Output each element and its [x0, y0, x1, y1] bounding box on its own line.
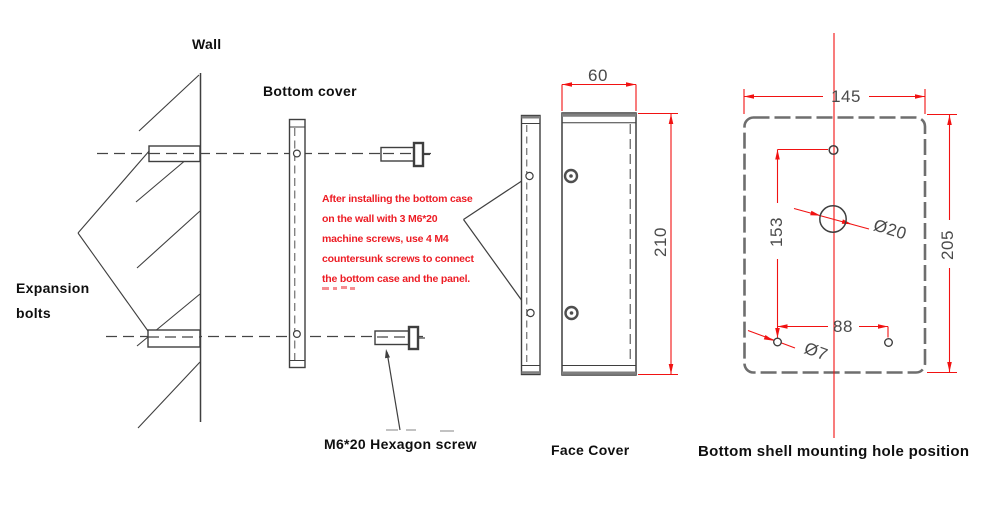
bottom-cover-label: Bottom cover: [263, 83, 357, 99]
clipped-gray-fragment: [440, 430, 454, 432]
dim-210: [638, 112, 678, 376]
shell-mount-hole-left: [773, 337, 783, 347]
face-cover-body: [561, 112, 637, 376]
strip-hole-top: [525, 171, 534, 181]
wall-hatching: [135, 74, 201, 429]
dim-153: [775, 148, 828, 338]
hex-screw-leader-arrow: [385, 349, 390, 359]
expansion-bolts: [147, 145, 201, 348]
dim-205: [927, 113, 957, 374]
hex-screws: [374, 141, 430, 431]
expansion-bolt-bottom: [147, 329, 201, 348]
clipped-gray-fragment: [406, 429, 416, 431]
shell-mount-hole-right: [884, 338, 894, 348]
dim-60-text: 60: [588, 66, 608, 85]
dim-210-text: 210: [651, 227, 670, 257]
bottom-cover-hole-top: [292, 149, 301, 158]
hex-screw-leader: [386, 351, 401, 431]
note-leader: [463, 176, 530, 311]
face-cover-strip: [520, 114, 541, 376]
expansion-bolts-label-line2: bolts: [16, 305, 51, 321]
note-line: on the wall with 3 M6*20: [322, 213, 438, 225]
clipped-note-fragment: [350, 287, 355, 290]
dim-60: [561, 82, 637, 111]
dim-205-text: 205: [938, 230, 957, 260]
clipped-note-fragment: [333, 287, 337, 290]
wall-section: [77, 73, 202, 429]
bolt-centerline-overlays: [148, 152, 200, 338]
bottom-cover-view: [288, 118, 306, 369]
note-line: the bottom case and the panel.: [322, 273, 471, 285]
bottom-cover-body: [288, 118, 306, 369]
note-line: machine screws, use 4 M4: [322, 233, 449, 245]
expansion-bolts-leader: [77, 149, 151, 332]
body-screw-hole-top: [563, 168, 579, 184]
dia-7-leader: [747, 329, 796, 349]
bottom-shell-label: Bottom shell mounting hole position: [698, 443, 970, 460]
dim-88-text: 88: [833, 317, 853, 336]
dim-145: [743, 89, 926, 114]
clipped-note-fragment: [341, 286, 347, 289]
face-cover-label: Face Cover: [551, 442, 630, 458]
bottom-cover-hole-bottom: [292, 330, 301, 339]
installation-note: After installing the bottom case on the …: [322, 189, 492, 289]
wall-label: Wall: [192, 36, 222, 52]
dim-153-text: 153: [767, 217, 786, 247]
clipped-note-fragment: [322, 287, 329, 290]
body-screw-hole-bottom: [564, 305, 579, 321]
expansion-bolts-label-line1: Expansion: [16, 280, 90, 296]
bottom-shell-view: [743, 33, 957, 438]
shell-outline: [743, 116, 927, 374]
note-line: After installing the bottom case: [322, 193, 473, 205]
hex-screw-bottom: [374, 325, 425, 351]
shell-center-hole: [819, 205, 847, 233]
dim-88: [777, 324, 889, 338]
clipped-gray-fragment: [386, 429, 398, 431]
hex-screw-top: [380, 141, 430, 168]
dia-20-leader: [793, 207, 870, 230]
strip-hole-bottom: [526, 308, 535, 318]
note-line: countersunk screws to connect: [322, 253, 474, 265]
hex-screw-label: M6*20 Hexagon screw: [324, 436, 477, 452]
shell-top-hole: [828, 144, 839, 156]
dim-145-text: 145: [831, 87, 861, 106]
